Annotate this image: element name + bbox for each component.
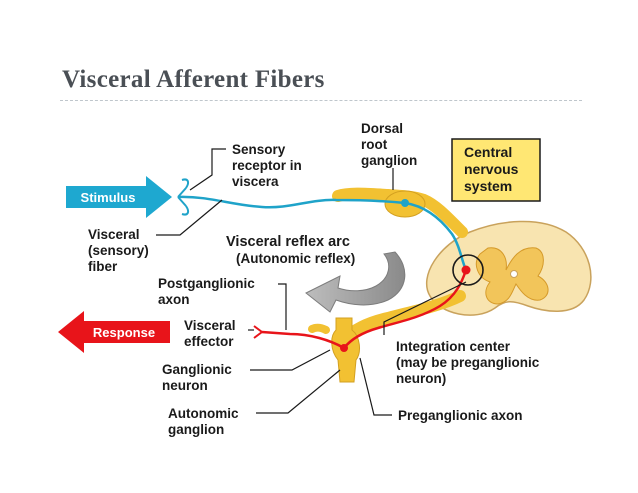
- sensory-receptor: [181, 178, 190, 216]
- title-divider: [60, 100, 582, 101]
- svg-text:Ganglionic: Ganglionic: [162, 362, 232, 377]
- svg-text:Postganglionic: Postganglionic: [158, 276, 255, 291]
- svg-text:receptor in: receptor in: [232, 158, 302, 173]
- svg-text:ganglion: ganglion: [168, 422, 224, 437]
- response-label: Response: [93, 325, 155, 340]
- dorsal-root-ganglion: [332, 187, 468, 238]
- integration-center-marker: [452, 254, 484, 286]
- stimulus-arrow: Stimulus: [66, 176, 172, 218]
- leader-lines: [156, 148, 467, 416]
- slide-title: Visceral Afferent Fibers: [62, 66, 325, 93]
- svg-text:fiber: fiber: [88, 259, 118, 274]
- sensory-fiber: [177, 187, 468, 271]
- svg-text:Integration center: Integration center: [396, 339, 511, 354]
- cns-line-1: Central: [464, 144, 512, 160]
- label-sensory-receptor: Sensory receptor in viscera: [232, 142, 302, 189]
- ventral-root: [340, 290, 466, 344]
- motor-fiber: [253, 265, 471, 352]
- svg-text:(sensory): (sensory): [88, 243, 149, 258]
- svg-text:neuron): neuron): [396, 371, 446, 386]
- svg-text:viscera: viscera: [232, 174, 279, 189]
- reflex-arc-arrow: [305, 251, 406, 313]
- svg-text:Visceral: Visceral: [88, 227, 140, 242]
- svg-text:Sensory: Sensory: [232, 142, 286, 157]
- svg-text:Visceral reflex arc: Visceral reflex arc: [226, 234, 350, 250]
- label-integration-center: Integration center (may be preganglionic…: [396, 339, 540, 386]
- svg-text:(may be preganglionic: (may be preganglionic: [396, 355, 540, 370]
- stimulus-label: Stimulus: [81, 190, 136, 205]
- svg-text:Dorsal: Dorsal: [361, 121, 403, 136]
- label-dorsal-root-ganglion: Dorsal root ganglion: [361, 121, 417, 168]
- label-ganglionic-neuron: Ganglionic neuron: [162, 362, 232, 393]
- svg-text:Visceral: Visceral: [184, 318, 236, 333]
- label-visceral-fiber: Visceral (sensory) fiber: [88, 227, 149, 274]
- label-visceral-effector: Visceral effector: [184, 318, 236, 349]
- label-preganglionic-axon: Preganglionic axon: [398, 408, 523, 423]
- svg-text:effector: effector: [184, 334, 234, 349]
- cns-line-3: system: [464, 178, 512, 194]
- spinal-cord: [425, 220, 592, 316]
- autonomic-ganglion: [308, 317, 360, 383]
- label-autonomic-ganglion: Autonomic ganglion: [168, 406, 239, 437]
- svg-text:Autonomic: Autonomic: [168, 406, 239, 421]
- cns-box: Central nervous system: [451, 138, 541, 202]
- svg-text:ganglion: ganglion: [361, 153, 417, 168]
- svg-text:root: root: [361, 137, 388, 152]
- svg-text:(Autonomic reflex): (Autonomic reflex): [236, 251, 355, 266]
- label-postganglionic-axon: Postganglionic axon: [158, 276, 255, 307]
- cns-line-2: nervous: [464, 161, 519, 177]
- svg-text:neuron: neuron: [162, 378, 208, 393]
- label-reflex-arc: Visceral reflex arc (Autonomic reflex): [226, 234, 355, 266]
- svg-text:axon: axon: [158, 292, 190, 307]
- response-arrow: Response: [58, 311, 170, 353]
